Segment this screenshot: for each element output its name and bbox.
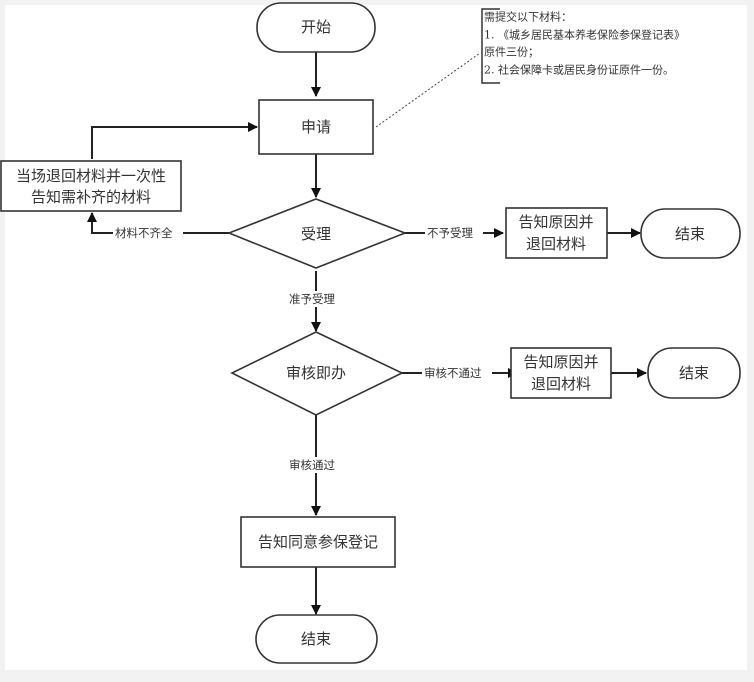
edge-return-to-apply xyxy=(91,122,258,159)
svg-text:原件三份；: 原件三份； xyxy=(484,46,539,59)
edge-accept-to-return xyxy=(87,212,229,234)
svg-text:退回材料: 退回材料 xyxy=(531,375,591,393)
svg-text:需提交以下材料：: 需提交以下材料： xyxy=(484,10,572,24)
node-reject-notice-1: 告知原因并 退回材料 xyxy=(505,207,608,259)
requirements-note: 需提交以下材料： 1. 《城乡居民基本养老保险参保登记表》 原件三份； 2. 社… xyxy=(481,8,685,84)
label-not-accepted: 不予受理 xyxy=(427,226,473,240)
svg-text:结束: 结束 xyxy=(679,364,709,382)
node-end-3: 结束 xyxy=(255,614,378,664)
note-connector xyxy=(375,52,481,128)
node-end-1: 结束 xyxy=(640,208,741,259)
node-review-decision: 审核即办 xyxy=(230,331,404,416)
label-accepted: 准予受理 xyxy=(289,292,335,306)
node-end-2: 结束 xyxy=(647,347,741,399)
edge-labels: 材料不齐全 不予受理 准予受理 审核不通过 审核通过 xyxy=(113,225,492,473)
svg-text:2. 社会保障卡或居民身份证原件一份。: 2. 社会保障卡或居民身份证原件一份。 xyxy=(484,63,674,77)
flowchart-canvas: 开始 申请 当场退回材料并一次性 告知需补齐的材料 受理 告知原因并 退回材料 … xyxy=(0,2,747,670)
node-approve-notice: 告知同意参保登记 xyxy=(240,516,396,568)
svg-text:1. 《城乡居民基本养老保险参保登记表》: 1. 《城乡居民基本养老保险参保登记表》 xyxy=(484,28,685,42)
svg-text:开始: 开始 xyxy=(301,18,331,36)
label-review-failed: 审核不通过 xyxy=(424,366,482,380)
node-apply: 申请 xyxy=(258,99,374,155)
svg-text:审核即办: 审核即办 xyxy=(286,364,346,382)
svg-text:结束: 结束 xyxy=(301,630,331,648)
svg-text:受理: 受理 xyxy=(301,225,331,243)
label-incomplete: 材料不齐全 xyxy=(115,226,173,240)
svg-text:结束: 结束 xyxy=(675,225,705,243)
svg-text:申请: 申请 xyxy=(301,118,331,136)
svg-text:告知同意参保登记: 告知同意参保登记 xyxy=(258,533,378,551)
node-return-and-notify: 当场退回材料并一次性 告知需补齐的材料 xyxy=(0,160,182,212)
node-start: 开始 xyxy=(256,2,376,53)
label-review-passed: 审核通过 xyxy=(289,458,335,472)
svg-text:退回材料: 退回材料 xyxy=(526,235,586,253)
svg-text:告知需补齐的材料: 告知需补齐的材料 xyxy=(31,188,151,206)
svg-text:告知原因并: 告知原因并 xyxy=(523,353,598,371)
svg-text:当场退回材料并一次性: 当场退回材料并一次性 xyxy=(16,167,166,185)
node-accept-decision: 受理 xyxy=(226,198,408,269)
svg-text:告知原因并: 告知原因并 xyxy=(518,213,593,231)
node-reject-notice-2: 告知原因并 退回材料 xyxy=(510,347,612,399)
